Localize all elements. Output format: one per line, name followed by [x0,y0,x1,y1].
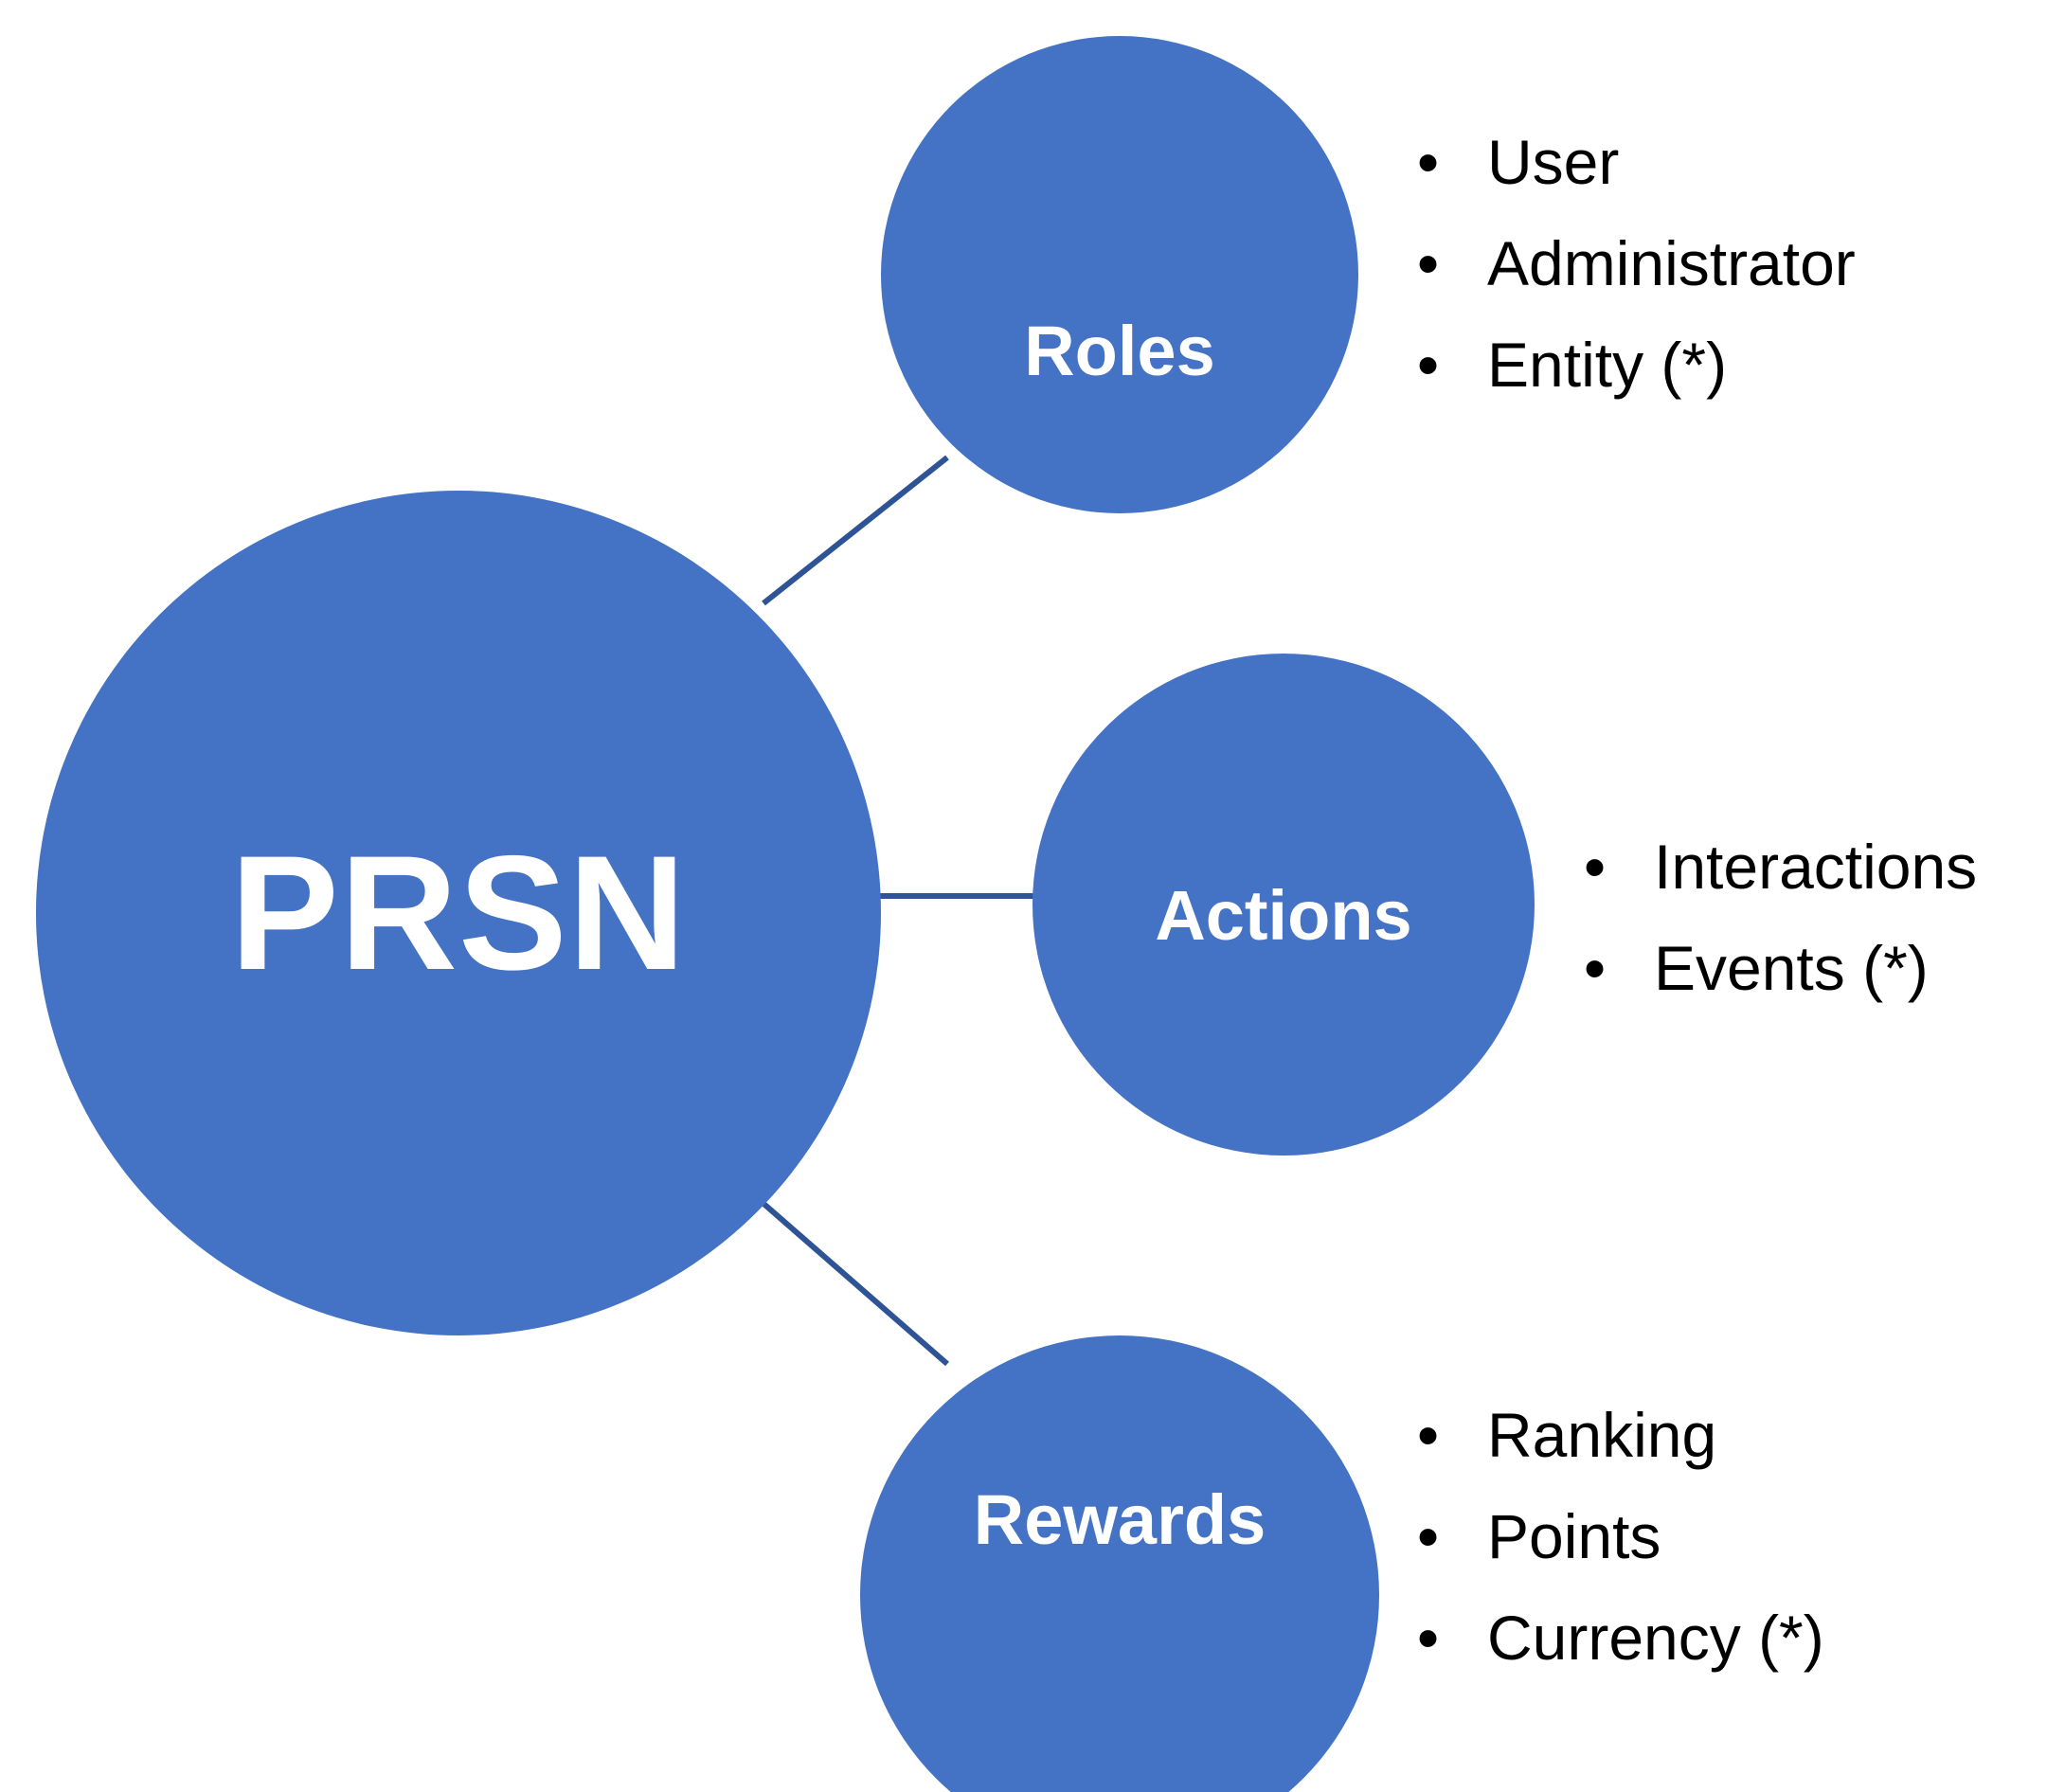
list-item-label: User [1487,127,1620,197]
node-actions-label: Actions [1155,876,1412,955]
bullet-icon: • [1417,1500,1440,1571]
bullet-icon: • [1417,1400,1440,1470]
list-item: • User [1417,112,1856,213]
bullet-icon: • [1584,932,1607,1003]
list-item-label: Currency (*) [1487,1602,1824,1673]
list-item-label: Ranking [1487,1400,1717,1470]
list-item-label: Interactions [1654,832,1978,902]
list-item-label: Points [1487,1500,1661,1571]
node-actions[interactable]: Actions [1032,654,1535,1156]
list-item: • Currency (*) [1417,1587,1824,1689]
bullet-icon: • [1584,832,1607,902]
node-prsn-label: PRSN [230,822,687,1004]
node-rewards[interactable]: Rewards [860,1335,1379,1792]
rewards-bullet-list: • Ranking • Points • Currency (*) [1417,1385,1824,1689]
list-item-label: Entity (*) [1487,329,1728,400]
node-roles-label: Roles [1024,312,1215,390]
node-rewards-label: Rewards [973,1480,1266,1559]
roles-bullet-list: • User • Administrator • Entity (*) [1417,112,1856,416]
list-item: • Entity (*) [1417,314,1856,416]
list-item-label: Events (*) [1654,932,1929,1003]
node-roles[interactable]: Roles [881,36,1358,513]
list-item: • Ranking [1417,1385,1824,1486]
bullet-icon: • [1417,1602,1440,1673]
list-item: • Interactions [1584,816,1977,918]
actions-bullet-list: • Interactions • Events (*) [1584,816,1977,1019]
list-item-label: Administrator [1487,227,1856,298]
node-prsn[interactable]: PRSN [36,491,881,1335]
bullet-icon: • [1417,127,1440,197]
list-item: • Administrator [1417,213,1856,314]
list-item: • Points [1417,1486,1824,1587]
bullet-icon: • [1417,227,1440,298]
edge-rewards [752,1192,949,1367]
edge-roles [762,455,949,606]
list-item: • Events (*) [1584,918,1977,1019]
bullet-icon: • [1417,329,1440,400]
